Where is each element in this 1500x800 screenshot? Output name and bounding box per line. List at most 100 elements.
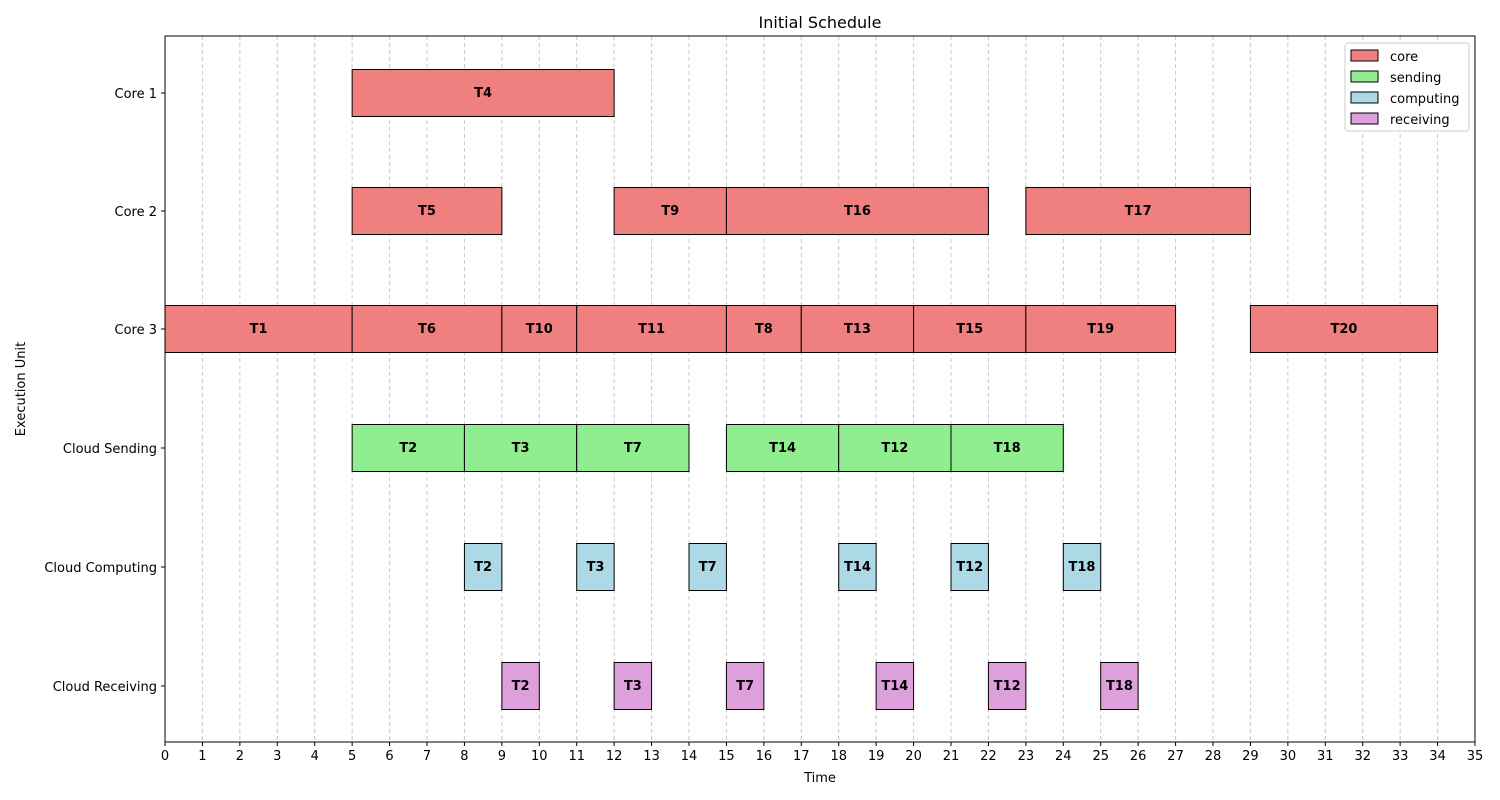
y-tick-label: Core 1 <box>115 87 158 102</box>
x-tick-label: 21 <box>943 749 960 764</box>
bar-sending-t3 <box>463 424 578 472</box>
x-tick-label: 34 <box>1429 749 1446 764</box>
legend-swatch-computing <box>1350 91 1379 104</box>
bar-computing-t3 <box>576 543 615 591</box>
x-tick-label: 17 <box>793 749 810 764</box>
x-tick-label: 14 <box>681 749 698 764</box>
bar-core-t5 <box>351 187 503 235</box>
legend-label-computing: computing <box>1390 92 1459 107</box>
y-tick-label: Cloud Receiving <box>53 680 157 695</box>
bar-label: T11 <box>638 322 665 337</box>
bar-label: T3 <box>586 560 604 575</box>
chart-title: Initial Schedule <box>759 13 882 32</box>
x-tick-label: 29 <box>1242 749 1259 764</box>
x-tick-label: 2 <box>236 749 244 764</box>
x-tick-label: 6 <box>385 749 393 764</box>
y-tick-label: Core 3 <box>115 323 158 338</box>
bar-sending-t7 <box>576 424 690 472</box>
bar-core-t9 <box>613 187 727 235</box>
x-tick-label: 18 <box>830 749 847 764</box>
plot-frame <box>164 35 1476 743</box>
bar-label: T2 <box>512 679 530 694</box>
y-tick-label: Cloud Sending <box>63 442 157 457</box>
legend-swatch-sending <box>1350 70 1379 83</box>
bar-sending-t12 <box>838 424 952 472</box>
x-tick-label: 22 <box>980 749 997 764</box>
bar-label: T3 <box>624 679 642 694</box>
bar-label: T8 <box>755 322 773 337</box>
legend-swatch-core <box>1350 49 1379 62</box>
bar-receiving-t12 <box>987 662 1027 710</box>
bar-computing-t14 <box>838 543 877 591</box>
bar-label: T7 <box>736 679 754 694</box>
bar-core-t8 <box>725 305 802 353</box>
bar-computing-t18 <box>1062 543 1102 591</box>
bar-label: T4 <box>474 86 492 101</box>
bar-core-t17 <box>1025 187 1251 235</box>
x-tick-label: 7 <box>423 749 431 764</box>
x-tick-label: 9 <box>498 749 506 764</box>
x-tick-label: 20 <box>905 749 922 764</box>
x-axis-title: Time <box>803 771 836 786</box>
bar-core-t11 <box>576 305 727 353</box>
bar-label: T15 <box>956 322 983 337</box>
bar-label: T16 <box>844 204 871 219</box>
bar-label: T13 <box>844 322 871 337</box>
bar-label: T12 <box>881 441 908 456</box>
bar-label: T18 <box>1069 560 1096 575</box>
bar-label: T3 <box>512 441 530 456</box>
bar-label: T7 <box>624 441 642 456</box>
legend-label-sending: sending <box>1390 71 1441 86</box>
bar-sending-t14 <box>725 424 840 472</box>
x-tick-label: 15 <box>718 749 735 764</box>
y-tick-label: Core 2 <box>115 205 158 220</box>
bar-core-t15 <box>913 305 1027 353</box>
bar-receiving-t14 <box>875 662 915 710</box>
legend-box <box>1344 42 1470 132</box>
bar-label: T2 <box>474 560 492 575</box>
x-tick-label: 11 <box>568 749 585 764</box>
bar-receiving-t7 <box>725 662 765 710</box>
x-tick-label: 33 <box>1392 749 1409 764</box>
x-tick-label: 19 <box>868 749 885 764</box>
x-tick-label: 35 <box>1467 749 1484 764</box>
x-tick-label: 24 <box>1055 749 1072 764</box>
bar-label: T12 <box>994 679 1021 694</box>
bar-core-t16 <box>725 187 989 235</box>
y-tick-label: Cloud Computing <box>44 561 157 576</box>
x-tick-label: 4 <box>311 749 319 764</box>
x-tick-label: 30 <box>1280 749 1297 764</box>
bar-core-t19 <box>1025 305 1177 353</box>
legend-label-core: core <box>1390 50 1418 65</box>
x-tick-label: 13 <box>643 749 660 764</box>
bar-computing-t7 <box>688 543 727 591</box>
bar-label: T9 <box>661 204 679 219</box>
bar-sending-t18 <box>950 424 1064 472</box>
bar-label: T17 <box>1125 204 1152 219</box>
x-tick-label: 31 <box>1317 749 1334 764</box>
bar-core-t6 <box>351 305 503 353</box>
x-tick-label: 12 <box>606 749 623 764</box>
bar-receiving-t2 <box>501 662 540 710</box>
x-tick-label: 1 <box>198 749 206 764</box>
bar-core-t4 <box>351 69 615 117</box>
bar-label: T14 <box>844 560 871 575</box>
bar-label: T6 <box>418 322 436 337</box>
bar-label: T12 <box>956 560 983 575</box>
y-axis-title: Execution Unit <box>14 342 29 436</box>
bar-label: T20 <box>1331 322 1358 337</box>
bar-receiving-t3 <box>613 662 653 710</box>
bar-label: T14 <box>769 441 796 456</box>
x-tick-label: 27 <box>1167 749 1184 764</box>
bar-core-t20 <box>1249 305 1439 353</box>
bar-label: T18 <box>1106 679 1133 694</box>
x-tick-label: 26 <box>1130 749 1147 764</box>
x-tick-label: 28 <box>1205 749 1222 764</box>
bar-label: T10 <box>526 322 553 337</box>
x-tick-label: 25 <box>1092 749 1109 764</box>
bar-sending-t2 <box>351 424 465 472</box>
